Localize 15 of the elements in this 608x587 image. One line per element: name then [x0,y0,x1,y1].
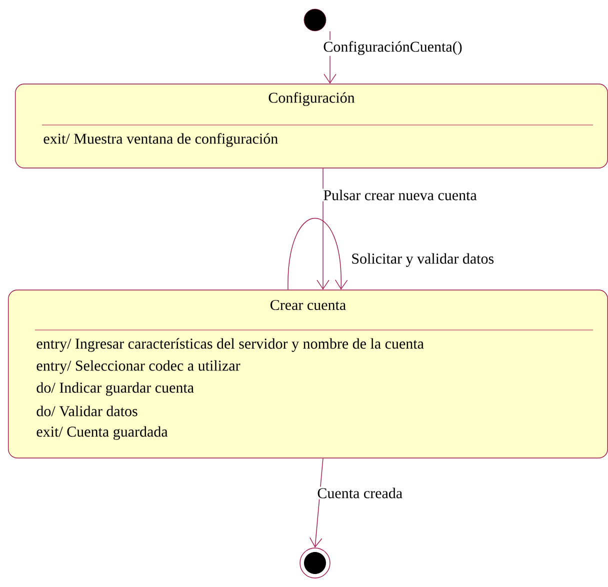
edge-label: Cuenta creada [316,486,404,500]
transition-arrow [288,218,348,290]
activity-text: do/ Indicar guardar cuenta [36,382,194,396]
edge-label: Pulsar crear nueva cuenta [322,188,478,202]
edge-label: Solicitar y validar datos [350,252,496,268]
activity-text: exit/ Cuenta guardada [36,426,168,440]
transition-arrow [316,168,330,290]
activity-text: exit/ Muestra ventana de configuración [44,133,278,147]
activity-text: do/ Validar datos [36,406,138,416]
transition-arrow [310,458,324,548]
activity-text: entry/ Ingresar características del servidor y nombre de la cuenta [36,338,424,352]
activity-text: entry/ Seleccionar codec a utilizar [36,360,240,374]
initial-state [304,8,326,32]
edge-label: ConfiguraciónCuenta() [322,40,464,56]
final-state [300,548,330,578]
